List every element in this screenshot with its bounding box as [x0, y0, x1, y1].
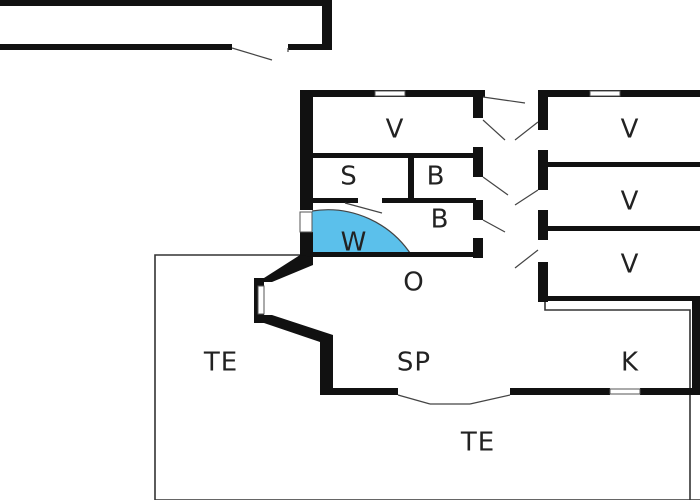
room-labels: V S B B W O SP K V V V TE TE: [203, 115, 640, 458]
room-label-storage: S: [340, 162, 358, 192]
room-label-bedroom-right-3: V: [621, 250, 640, 280]
room-label-bath-upper: B: [427, 162, 446, 192]
toilet-door-arc: [311, 209, 413, 257]
room-label-living: O: [403, 268, 424, 298]
room-label-bedroom-right-2: V: [621, 187, 640, 217]
outbuilding: [0, 0, 332, 61]
room-label-toilet: W: [341, 228, 368, 258]
room-label-bedroom-right-1: V: [621, 115, 640, 145]
room-label-terrace-left: TE: [203, 348, 238, 378]
room-label-dining: SP: [397, 348, 431, 378]
room-label-bath-lower: B: [431, 205, 450, 235]
room-label-kitchen: K: [621, 348, 639, 378]
terrace-outline: [154, 254, 700, 500]
door-swings: [344, 96, 539, 405]
room-label-bedroom-top-left: V: [386, 115, 405, 145]
toilet-door-swing: [312, 209, 412, 256]
room-label-terrace-bottom: TE: [460, 428, 495, 458]
windows: [257, 90, 641, 395]
